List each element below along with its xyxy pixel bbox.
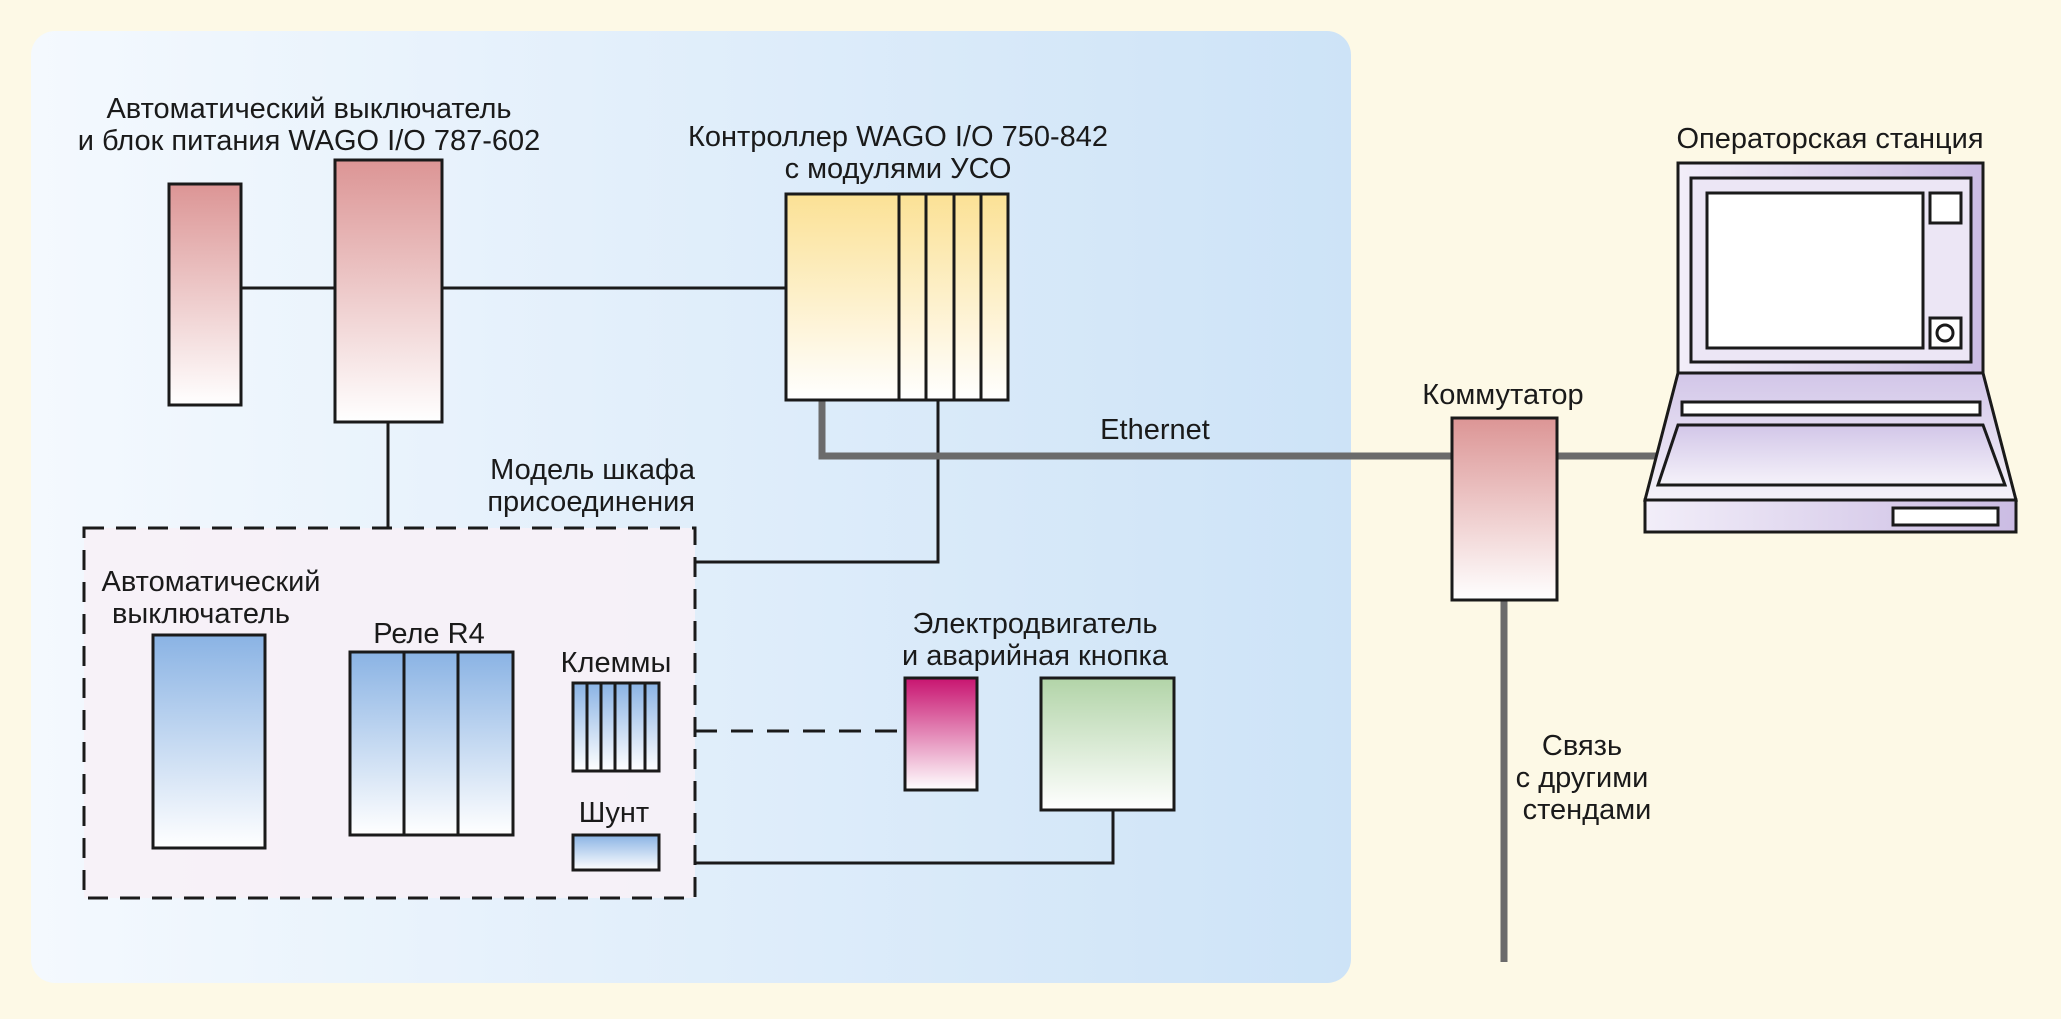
cabinet-breaker-label-line1: Автоматический [102, 566, 321, 598]
emergency-button [1039, 676, 1176, 812]
cabinet-circuit-breaker [151, 633, 267, 850]
electric-motor [903, 676, 979, 792]
wago-controller [784, 192, 1010, 402]
switch-label: Коммутатор [1422, 379, 1583, 411]
breaker-psu-label-line2: и блок питания WAGO I/O 787-602 [78, 125, 541, 157]
link-label-line2: с другими [1516, 762, 1649, 794]
terminals-label: Клеммы [561, 647, 672, 679]
power-supply-unit [333, 158, 444, 424]
controller-label-line1: Контроллер WAGO I/O 750-842 [688, 121, 1108, 153]
cabinet-breaker-label-line2: выключатель [112, 598, 290, 630]
link-label-line3: стендами [1523, 794, 1652, 826]
link-label-line1: Связь [1542, 730, 1622, 762]
motor-label-line2: и аварийная кнопка [902, 640, 1169, 672]
laptop-screen [1705, 191, 1925, 350]
network-switch [1450, 416, 1559, 602]
ethernet-label: Ethernet [1100, 414, 1210, 446]
shunt [571, 833, 661, 872]
cabinet-label-line2: присоединения [487, 486, 695, 518]
controller-label-line2: с модулями УСО [785, 153, 1012, 185]
operator-station-label: Операторская станция [1676, 123, 1983, 155]
wire-shunt-motor [695, 810, 1115, 865]
ethernet-cable [818, 400, 1452, 460]
shunt-label: Шунт [579, 797, 649, 829]
operator-laptop [1643, 161, 2018, 534]
motor-label-line1: Электродвигатель [913, 608, 1158, 640]
relay-label: Реле R4 [373, 618, 484, 650]
relay-r4 [348, 650, 515, 837]
terminal-block [571, 681, 661, 773]
cabinet-label-line1: Модель шкафа [490, 454, 696, 486]
breaker-psu-label-line1: Автоматический выключатель [106, 93, 511, 125]
circuit-breaker [167, 182, 243, 407]
